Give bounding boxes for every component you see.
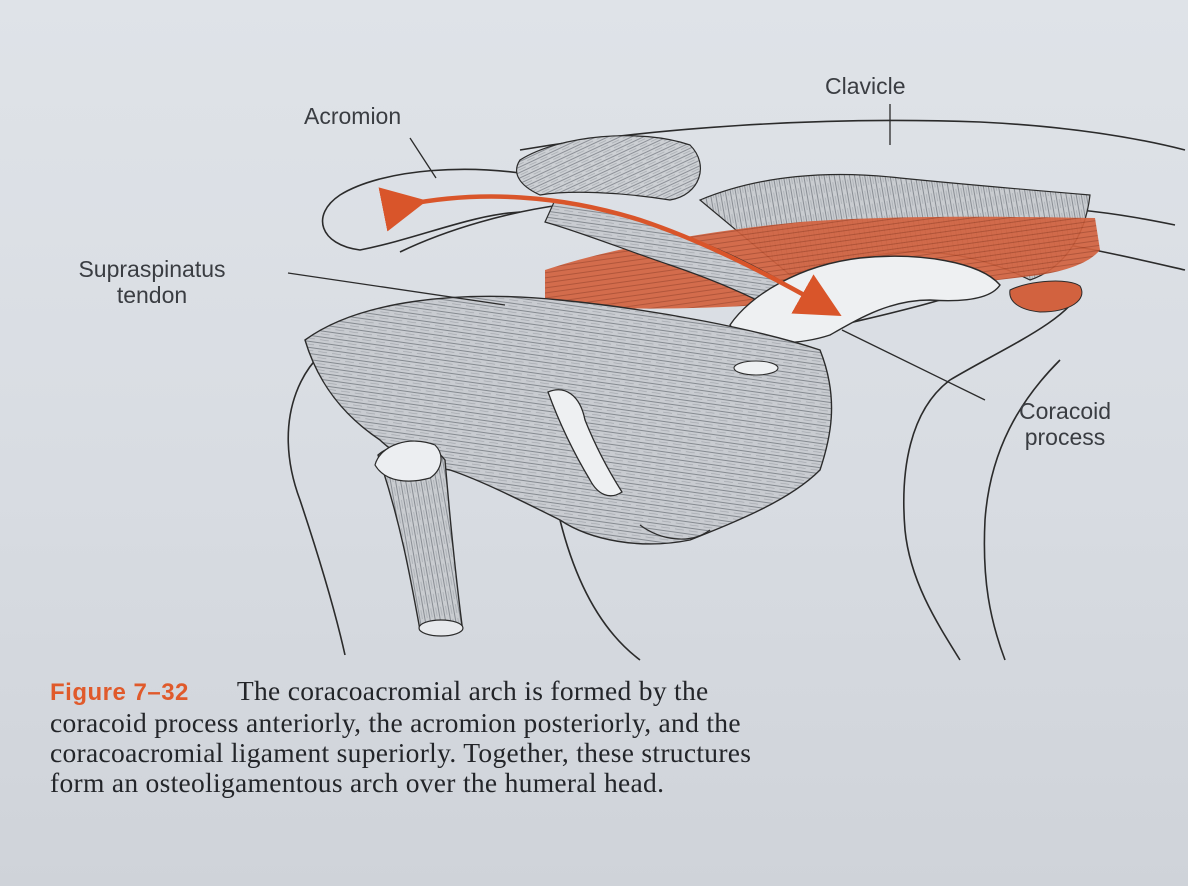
biceps-tendon-end bbox=[419, 620, 463, 636]
label-clavicle: Clavicle bbox=[825, 73, 906, 99]
label-supraspinatus-line2: tendon bbox=[22, 282, 282, 308]
figure-number: Figure 7–32 bbox=[50, 679, 189, 706]
acromion-inner-edge bbox=[400, 205, 560, 252]
caption-line-4: form an osteoligamentous arch over the h… bbox=[50, 768, 1160, 798]
label-supraspinatus-line1: Supraspinatus bbox=[22, 256, 282, 282]
caption-line-3: coracoacromial ligament superiorly. Toge… bbox=[50, 738, 1160, 768]
label-coracoid-line2: process bbox=[990, 424, 1140, 450]
label-acromion: Acromion bbox=[304, 103, 401, 129]
leader-supraspinatus bbox=[288, 273, 505, 305]
label-coracoid-process: Coracoid process bbox=[990, 398, 1140, 450]
label-supraspinatus-tendon: Supraspinatus tendon bbox=[22, 256, 282, 308]
coracoid-red-stub bbox=[1010, 281, 1082, 312]
leader-coracoid bbox=[842, 330, 985, 400]
figure-caption: Figure 7–32 The coracoacromial arch is fo… bbox=[50, 676, 1160, 798]
caption-text-1: The coracoacromial arch is formed by the bbox=[237, 675, 709, 706]
capsule-opening bbox=[734, 361, 778, 375]
caption-line-2: coracoid process anteriorly, the acromio… bbox=[50, 708, 1160, 738]
biceps-groove-cap bbox=[375, 441, 441, 481]
label-coracoid-line1: Coracoid bbox=[990, 398, 1140, 424]
caption-line-1: Figure 7–32 The coracoacromial arch is fo… bbox=[50, 676, 1160, 708]
